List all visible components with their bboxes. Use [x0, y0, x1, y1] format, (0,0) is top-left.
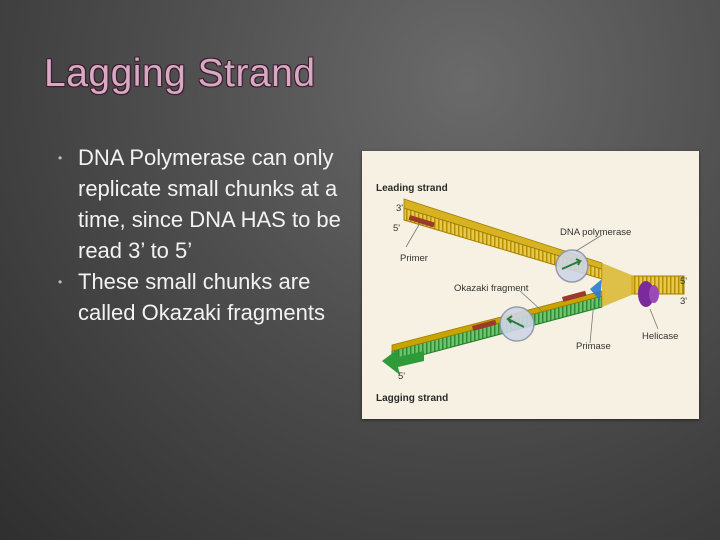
lagging-strand-template: [391, 290, 603, 352]
replication-fork-diagram: Leading strand 3' 5' Primer DNA polymera…: [376, 183, 687, 404]
helicase-lobe: [649, 285, 659, 303]
primase-label: Primase: [576, 341, 611, 352]
fork-junction: [602, 263, 634, 307]
three-prime-right-label: 3': [680, 296, 687, 307]
bullet-item: • DNA Polymerase can only replicate smal…: [58, 142, 348, 266]
primase: [590, 279, 602, 301]
bullet-icon: •: [58, 151, 63, 165]
lagging-strand-label: Lagging strand: [376, 393, 448, 404]
leader-line: [589, 300, 595, 344]
five-prime-bottom-label: 5': [398, 371, 405, 382]
leading-strand-label: Leading strand: [376, 183, 448, 194]
primer-label: Primer: [400, 253, 428, 264]
lagging-direction-arrow: [382, 349, 424, 375]
leader-line: [575, 234, 603, 252]
leader-line: [649, 308, 659, 330]
polymerase-arrow-icon: [561, 258, 583, 270]
dna-replication-figure: Leading strand 3' 5' Primer DNA polymera…: [362, 151, 699, 419]
five-prime-label: 5': [393, 223, 400, 234]
five-prime-right-label: 5': [680, 276, 687, 287]
bullet-text: DNA Polymerase can only replicate small …: [78, 145, 341, 263]
leader-line: [405, 222, 421, 248]
primer-lagging-1: [472, 319, 497, 331]
okazaki-fragment-label: Okazaki fragment: [454, 283, 529, 294]
primer-lagging-2: [562, 290, 587, 302]
helicase-label: Helicase: [642, 331, 678, 342]
bullet-icon: •: [58, 275, 63, 289]
slide-title: Lagging Strand: [44, 52, 316, 95]
polymerase-arrow-icon: [506, 315, 525, 328]
bullet-list: • DNA Polymerase can only replicate smal…: [58, 142, 348, 328]
leader-line: [519, 290, 543, 312]
bullet-item: • These small chunks are called Okazaki …: [58, 266, 348, 328]
bullet-text: These small chunks are called Okazaki fr…: [78, 269, 325, 325]
dna-polymerase-label: DNA polymerase: [560, 227, 631, 238]
helicase: [638, 281, 654, 307]
dna-polymerase-leading: [555, 249, 589, 283]
three-prime-label: 3': [396, 203, 403, 214]
primer-leading: [408, 215, 435, 228]
